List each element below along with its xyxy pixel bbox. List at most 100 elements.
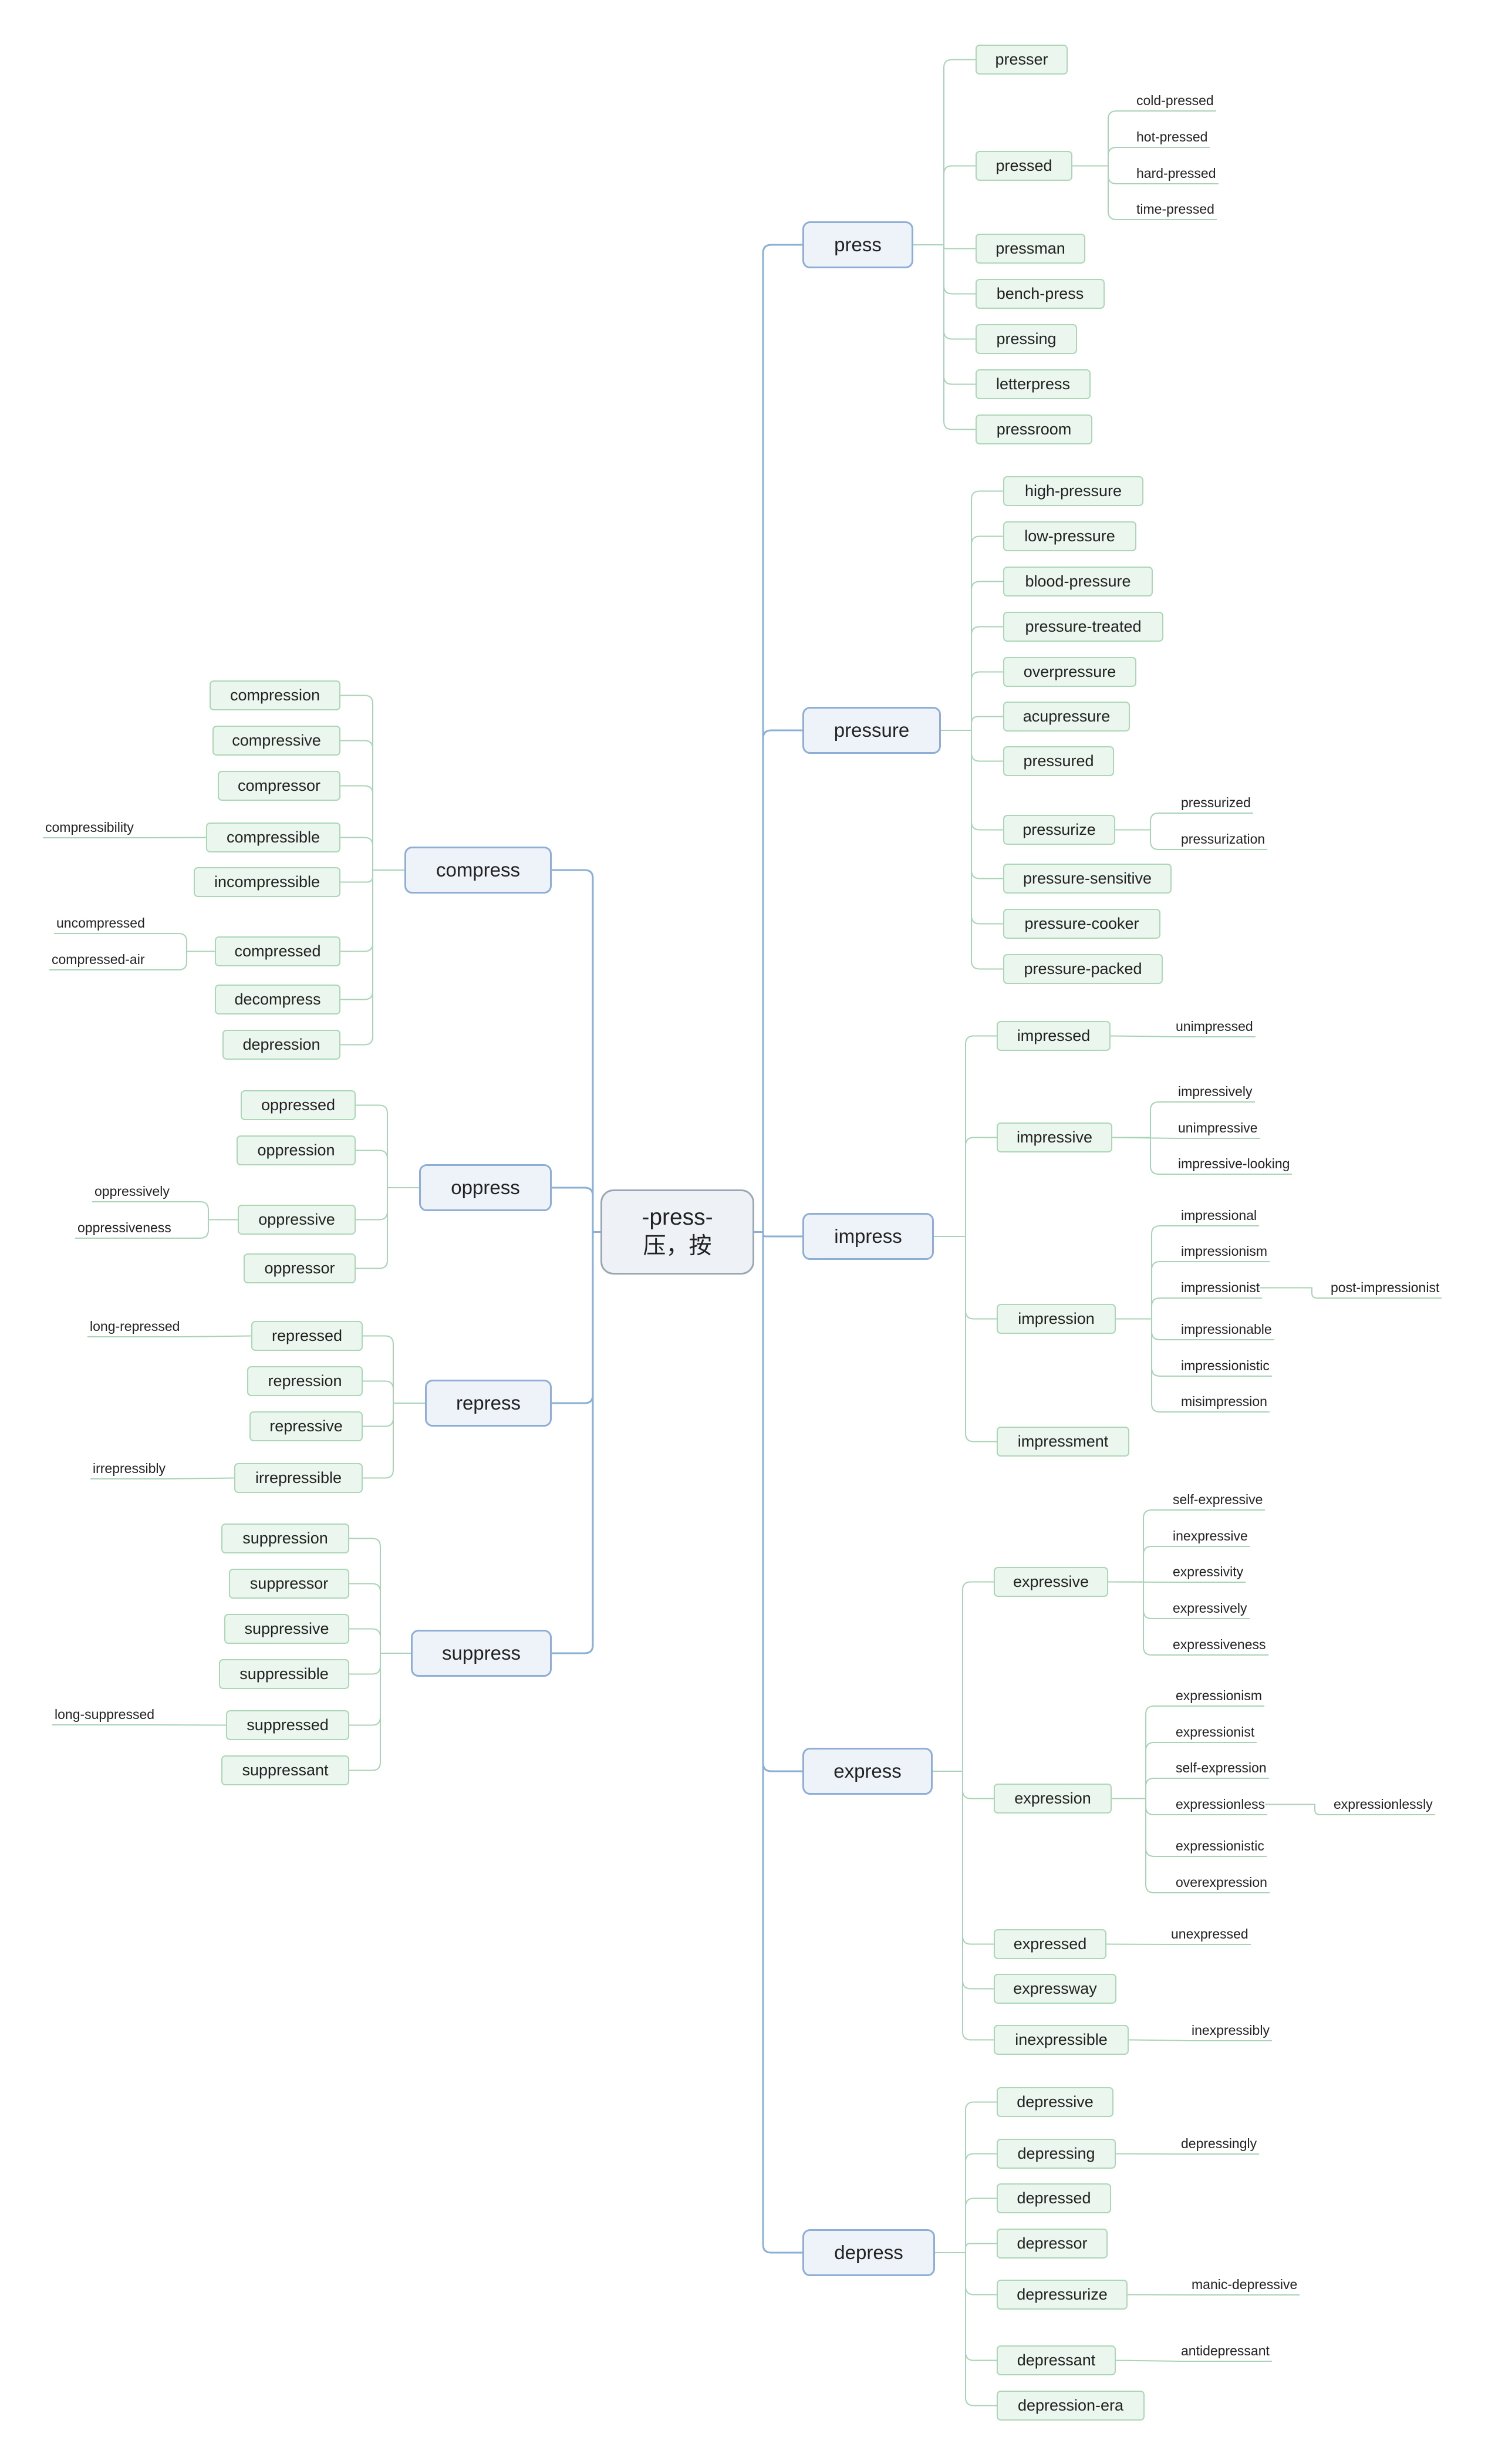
- express-child-expressway[interactable]: expressway: [994, 1974, 1116, 2004]
- impressive-child-impressively: impressively: [1178, 1084, 1253, 1099]
- expressive-child-inexpressive: inexpressive: [1173, 1528, 1248, 1543]
- branch-depress[interactable]: depress: [802, 2229, 935, 2276]
- repress-child-repressed[interactable]: repressed: [251, 1321, 363, 1351]
- pressure-child-overpressure[interactable]: overpressure: [1003, 657, 1136, 687]
- press-child-pressman[interactable]: pressman: [976, 234, 1085, 264]
- impress-child-impressive[interactable]: impressive: [997, 1123, 1112, 1152]
- pressurize-child-pressurized: pressurized: [1181, 795, 1251, 810]
- suppress-child-suppressor[interactable]: suppressor: [229, 1569, 349, 1599]
- pressure-child-high-pressure[interactable]: high-pressure: [1003, 476, 1143, 506]
- branch-press[interactable]: press: [802, 221, 913, 268]
- root-title: -press-: [642, 1204, 713, 1230]
- impression-child-impressionist: impressionist: [1181, 1280, 1260, 1295]
- oppress-child-oppressed[interactable]: oppressed: [241, 1090, 356, 1120]
- compress-child-compressible[interactable]: compressible: [206, 823, 340, 852]
- compress-child-decompress[interactable]: decompress: [215, 985, 340, 1014]
- express-child-inexpressible[interactable]: inexpressible: [994, 2025, 1129, 2055]
- pressed-child-cold-pressed: cold-pressed: [1136, 93, 1214, 108]
- pressure-child-pressure-treated[interactable]: pressure-treated: [1003, 612, 1163, 642]
- press-child-pressroom[interactable]: pressroom: [976, 414, 1092, 444]
- root-node[interactable]: -press- 压，按: [600, 1189, 754, 1275]
- repress-child-irrepressible[interactable]: irrepressible: [234, 1463, 363, 1493]
- pressure-child-blood-pressure[interactable]: blood-pressure: [1003, 567, 1153, 596]
- pressure-child-low-pressure[interactable]: low-pressure: [1003, 521, 1136, 551]
- expressive-child-expressiveness: expressiveness: [1173, 1637, 1266, 1652]
- depress-child-depressing[interactable]: depressing: [997, 2139, 1116, 2169]
- pressure-child-pressure-packed[interactable]: pressure-packed: [1003, 954, 1163, 984]
- compressed-child-uncompressed: uncompressed: [56, 915, 145, 931]
- impress-child-impression[interactable]: impression: [997, 1304, 1116, 1334]
- branch-compress[interactable]: compress: [404, 847, 552, 894]
- compress-child-compressor[interactable]: compressor: [218, 771, 340, 801]
- expressive-child-expressivity: expressivity: [1173, 1564, 1244, 1579]
- repress-child-repression[interactable]: repression: [247, 1366, 363, 1396]
- express-child-expressed[interactable]: expressed: [994, 1929, 1106, 1959]
- pressure-child-pressure-cooker[interactable]: pressure-cooker: [1003, 909, 1160, 939]
- express-child-expression[interactable]: expression: [994, 1784, 1112, 1814]
- press-child-presser[interactable]: presser: [976, 45, 1068, 75]
- press-child-pressed[interactable]: pressed: [976, 151, 1072, 181]
- depress-child-depressed[interactable]: depressed: [997, 2183, 1111, 2213]
- pressed-child-time-pressed: time-pressed: [1136, 201, 1214, 217]
- express-child-expressive[interactable]: expressive: [994, 1567, 1108, 1597]
- impress-child-impressed[interactable]: impressed: [997, 1021, 1111, 1051]
- compress-child-depression[interactable]: depression: [222, 1030, 340, 1060]
- compress-child-compression[interactable]: compression: [210, 680, 340, 710]
- repressed-child-long-repressed: long-repressed: [90, 1319, 180, 1334]
- impression-child-impressionable: impressionable: [1181, 1322, 1272, 1337]
- expressive-child-self-expressive: self-expressive: [1173, 1492, 1263, 1507]
- branch-pressure[interactable]: pressure: [802, 707, 941, 754]
- depress-child-depressor[interactable]: depressor: [997, 2229, 1108, 2259]
- pressure-child-acupressure[interactable]: acupressure: [1003, 702, 1130, 732]
- oppress-child-oppressive[interactable]: oppressive: [238, 1205, 356, 1235]
- compressed-child-compressed-air: compressed-air: [52, 952, 145, 967]
- compress-child-compressed[interactable]: compressed: [215, 936, 340, 966]
- expression-child-self-expression: self-expression: [1176, 1760, 1267, 1775]
- press-child-letterpress[interactable]: letterpress: [976, 369, 1091, 399]
- branch-repress[interactable]: repress: [425, 1380, 552, 1427]
- impression-child-misimpression: misimpression: [1181, 1394, 1267, 1409]
- depress-child-depressurize[interactable]: depressurize: [997, 2280, 1128, 2310]
- depress-child-depressant[interactable]: depressant: [997, 2345, 1116, 2375]
- impression-child-impressionistic: impressionistic: [1181, 1358, 1270, 1373]
- pressed-child-hard-pressed: hard-pressed: [1136, 166, 1216, 181]
- depressant-child-antidepressant: antidepressant: [1181, 2343, 1270, 2358]
- press-child-pressing[interactable]: pressing: [976, 324, 1077, 354]
- pressure-child-pressured[interactable]: pressured: [1003, 746, 1114, 776]
- press-child-bench-press[interactable]: bench-press: [976, 279, 1105, 309]
- pressurize-child-pressurization: pressurization: [1181, 831, 1265, 847]
- oppress-child-oppression[interactable]: oppression: [237, 1135, 356, 1165]
- oppress-child-oppressor[interactable]: oppressor: [244, 1253, 356, 1283]
- depress-child-depression-era[interactable]: depression-era: [997, 2391, 1145, 2421]
- compress-child-compressive[interactable]: compressive: [212, 726, 340, 756]
- depressurize-child-manic-depressive: manic-depressive: [1192, 2277, 1298, 2292]
- pressed-child-hot-pressed: hot-pressed: [1136, 129, 1208, 144]
- impression-child-impressionism: impressionism: [1181, 1243, 1267, 1259]
- branch-impress[interactable]: impress: [802, 1213, 934, 1260]
- suppressed-child-long-suppressed: long-suppressed: [55, 1707, 155, 1722]
- pressure-child-pressurize[interactable]: pressurize: [1003, 815, 1115, 845]
- impressed-child-unimpressed: unimpressed: [1176, 1019, 1253, 1034]
- pressure-child-pressure-sensitive[interactable]: pressure-sensitive: [1003, 864, 1172, 894]
- branch-express[interactable]: express: [802, 1748, 933, 1795]
- expression-child-expressionistic: expressionistic: [1176, 1838, 1264, 1853]
- suppress-child-suppressive[interactable]: suppressive: [224, 1614, 349, 1644]
- repress-child-repressive[interactable]: repressive: [249, 1411, 363, 1441]
- suppress-child-suppressant[interactable]: suppressant: [221, 1755, 349, 1785]
- impressionist-child-post-impressionist: post-impressionist: [1331, 1280, 1440, 1295]
- root-subtitle: 压，按: [643, 1233, 712, 1259]
- expression-child-expressionism: expressionism: [1176, 1688, 1262, 1703]
- compress-child-incompressible[interactable]: incompressible: [194, 867, 340, 897]
- suppress-child-suppressed[interactable]: suppressed: [226, 1710, 349, 1740]
- oppressive-child-oppressiveness: oppressiveness: [77, 1220, 171, 1235]
- branch-oppress[interactable]: oppress: [419, 1164, 552, 1211]
- suppress-child-suppression[interactable]: suppression: [221, 1523, 349, 1553]
- impress-child-impressment[interactable]: impressment: [997, 1427, 1129, 1457]
- branch-suppress[interactable]: suppress: [411, 1630, 552, 1677]
- depressing-child-depressingly: depressingly: [1181, 2136, 1257, 2151]
- suppress-child-suppressible[interactable]: suppressible: [219, 1659, 349, 1689]
- expressed-child-unexpressed: unexpressed: [1171, 1926, 1248, 1941]
- depress-child-depressive[interactable]: depressive: [997, 2087, 1113, 2117]
- irrepressible-child-irrepressibly: irrepressibly: [93, 1461, 166, 1476]
- impression-child-impressional: impressional: [1181, 1208, 1257, 1223]
